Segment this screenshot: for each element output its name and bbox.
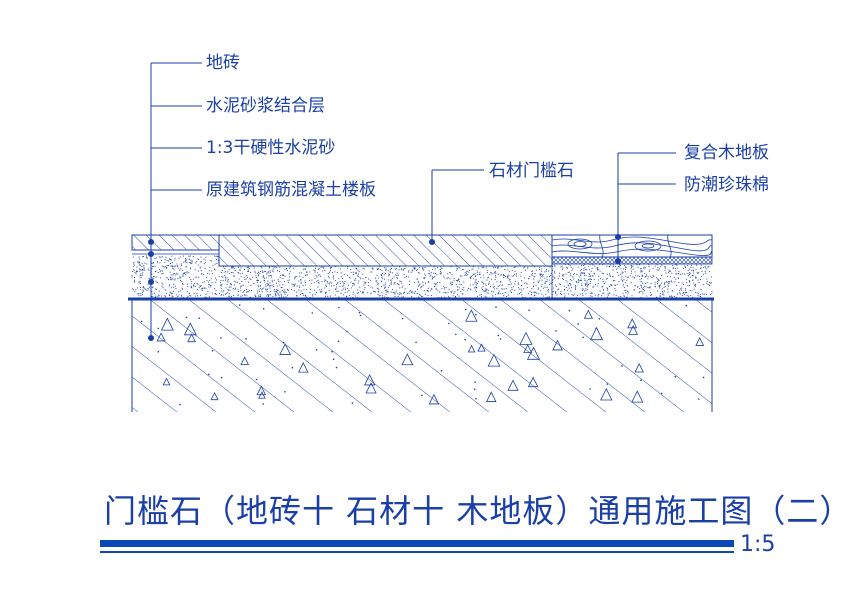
label-dry-mortar: 1:3干硬性水泥砂 xyxy=(206,138,336,158)
title-underline xyxy=(100,540,734,553)
label-mortar-bond: 水泥砂浆结合层 xyxy=(206,96,325,116)
label-stone-threshold: 石材门槛石 xyxy=(489,161,574,181)
label-concrete-slab: 原建筑钢筋混凝土楼板 xyxy=(206,180,376,200)
floor-tile xyxy=(131,234,220,255)
drawing-scale: 1:5 xyxy=(740,532,776,557)
drawing-title: 门槛石（地砖十 石材十 木地板）通用施工图（二） xyxy=(104,492,853,530)
leader-lines xyxy=(148,62,676,341)
label-wood-floor: 复合木地板 xyxy=(684,143,769,163)
stone-threshold xyxy=(218,234,553,267)
label-floor-tile: 地砖 xyxy=(206,53,240,73)
wood-floor xyxy=(551,234,713,265)
label-moisture-foam: 防潮珍珠棉 xyxy=(684,175,769,195)
concrete-slab xyxy=(131,300,713,412)
